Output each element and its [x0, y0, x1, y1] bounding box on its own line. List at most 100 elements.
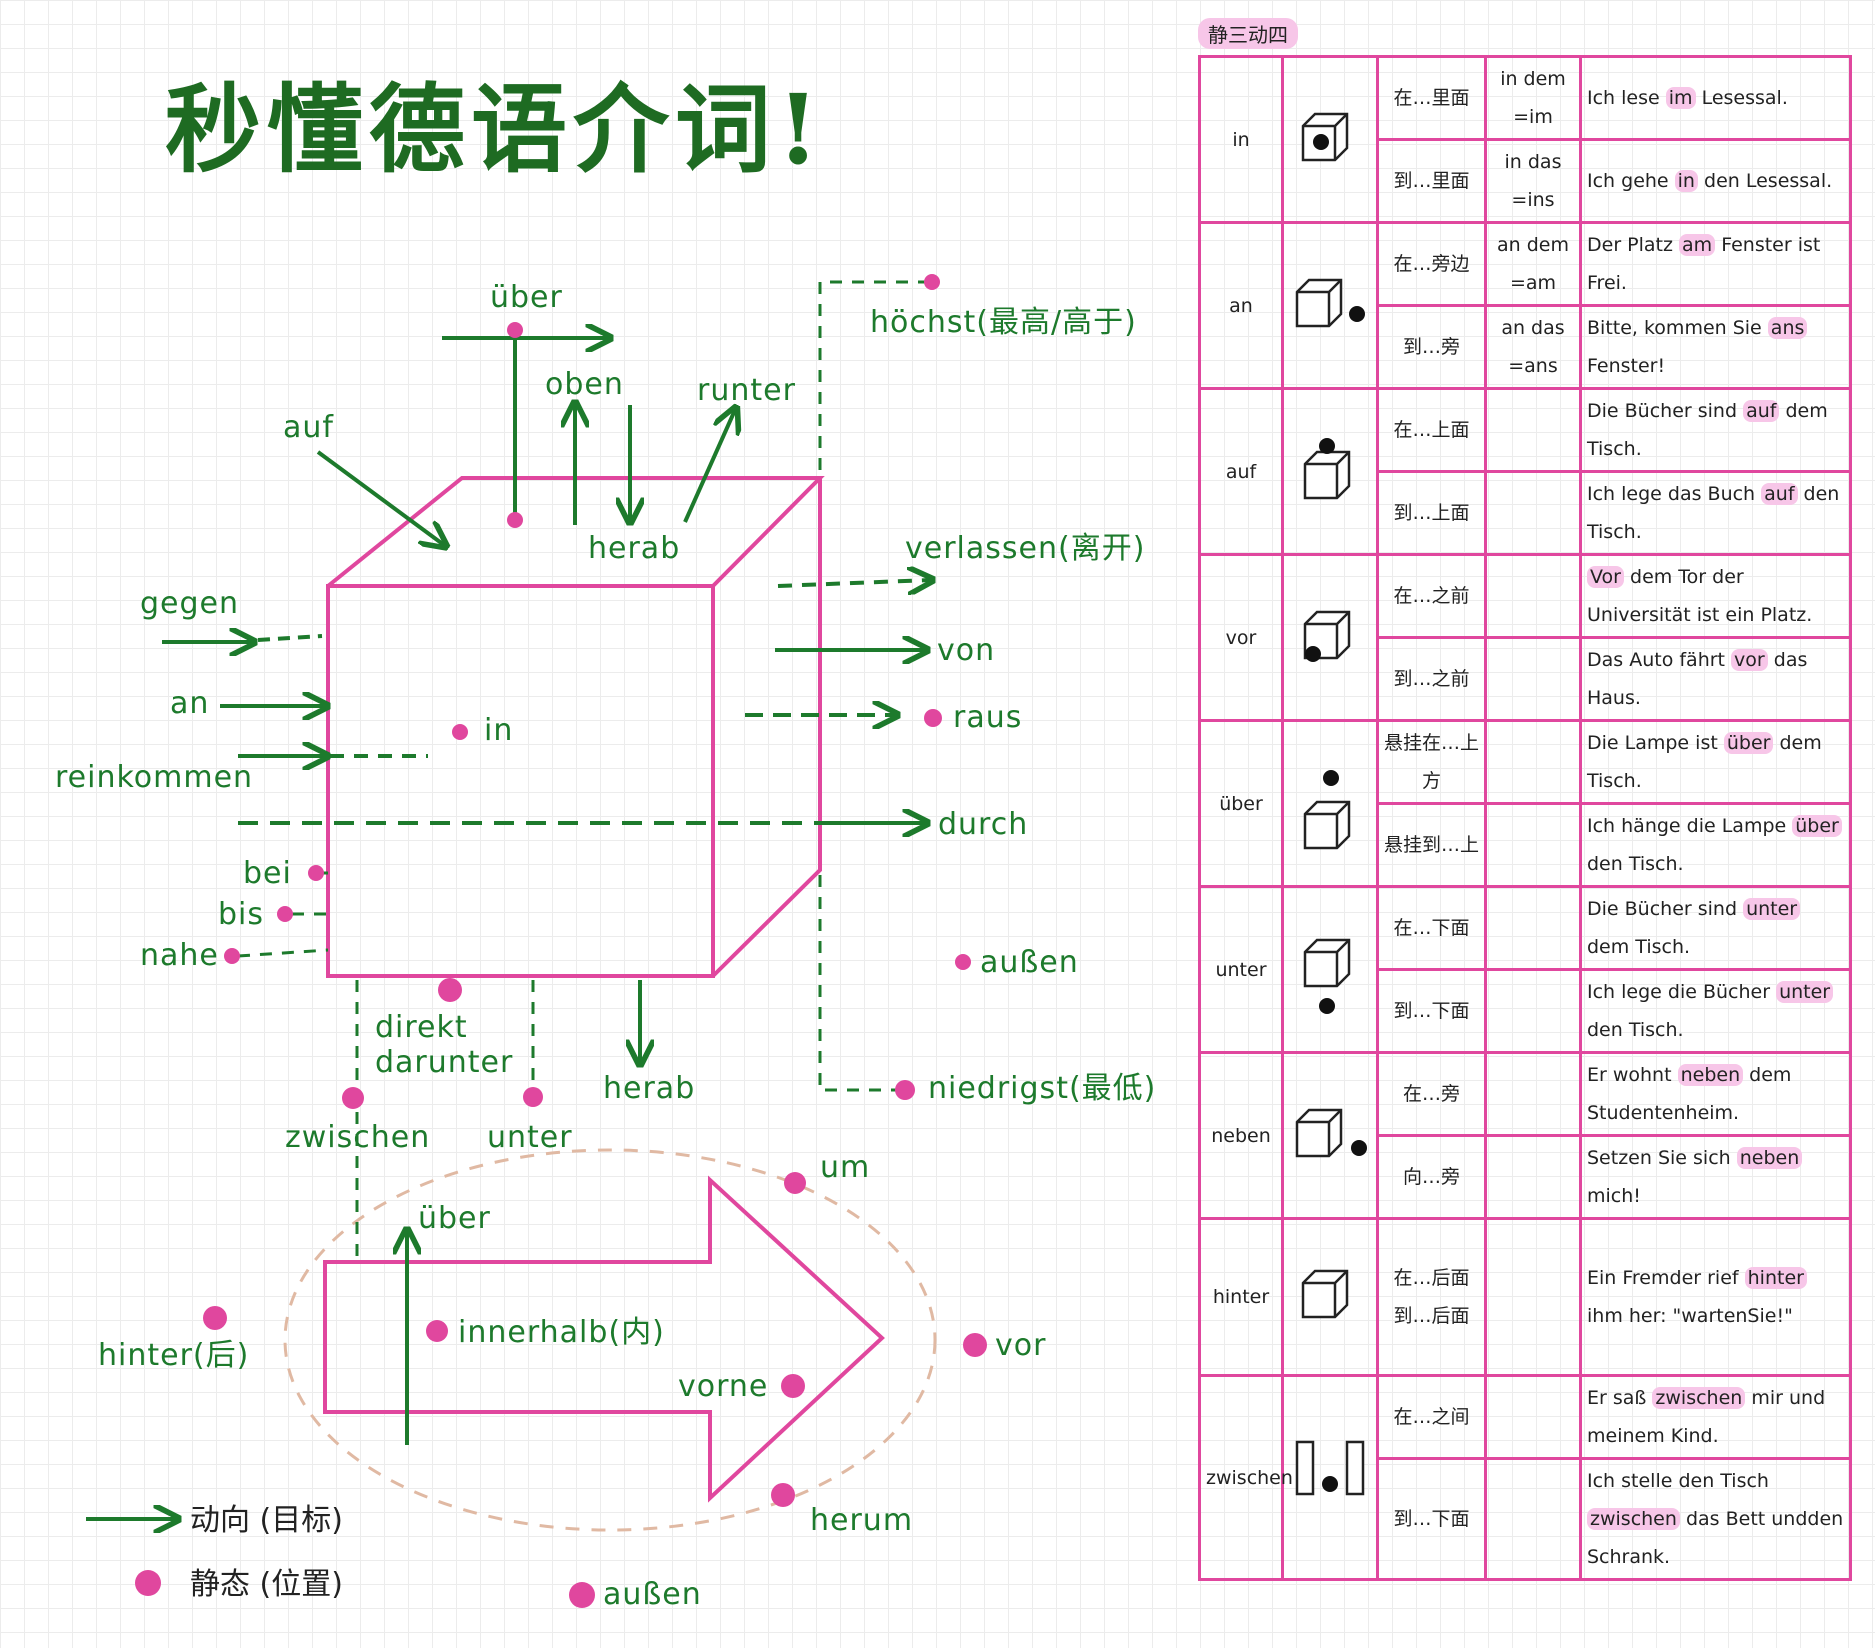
example-sentence-cell: Ich lese im Lesessal. [1579, 55, 1852, 141]
example-text: Ich hänge die Lampe [1587, 815, 1793, 837]
label-zwischen: zwischen [285, 1120, 430, 1155]
example-sentence-cell: Bitte, kommen Sie ans Fenster! [1579, 304, 1852, 390]
label-durch: durch [938, 807, 1028, 842]
example-text: Fenster! [1587, 355, 1666, 377]
example-text: Lesessal. [1695, 87, 1788, 109]
highlighted-preposition: Vor [1587, 566, 1624, 588]
dot-um [784, 1172, 806, 1194]
example-sentence-cell: Die Bücher sind auf dem Tisch. [1579, 387, 1852, 473]
label-runter: runter [697, 373, 796, 408]
example-text: mir und meinem Kind. [1587, 1387, 1826, 1447]
label-bis: bis [218, 897, 264, 932]
ueber-position-icon [1281, 719, 1379, 888]
example-sentence-cell: Er saß zwischen mir und meinem Kind. [1579, 1374, 1852, 1460]
preposition-cell: in [1198, 55, 1284, 224]
example-text: den Lesessal. [1697, 170, 1833, 192]
contraction-cell [1484, 1217, 1582, 1377]
preposition-cell: hinter [1198, 1217, 1284, 1377]
example-text: Setzen Sie sich [1587, 1147, 1737, 1169]
highlighted-preposition: unter [1743, 898, 1801, 920]
preposition-cell: neben [1198, 1051, 1284, 1220]
example-sentence-cell: Ich gehe in den Lesessal. [1579, 138, 1852, 224]
chinese-meaning-cell: 在…旁边 [1376, 221, 1487, 307]
hoechst-guide [818, 280, 930, 470]
example-text: Er saß [1587, 1387, 1653, 1409]
example-sentence-cell: Das Auto fährt vor das Haus. [1579, 636, 1852, 722]
big-arrow-shape [323, 1175, 885, 1503]
verlassen-arrow [777, 580, 930, 586]
neben-position-icon [1281, 1051, 1379, 1220]
highlighted-preposition: über [1723, 732, 1774, 754]
example-text: ihm her: "wartenSie!" [1587, 1305, 1793, 1327]
label-hoechst: höchst(最高/高于) [870, 305, 1137, 340]
example-sentence-cell: Die Lampe ist über dem Tisch. [1579, 719, 1852, 805]
zwischen-position-icon [1281, 1374, 1379, 1581]
example-sentence-cell: Er wohnt neben dem Studentenheim. [1579, 1051, 1852, 1137]
highlighted-preposition: im [1665, 87, 1696, 109]
example-text: Ich lege das Buch [1587, 483, 1762, 505]
runter-arrow [683, 410, 735, 523]
label-hinter: hinter(后) [98, 1338, 249, 1373]
label-raus: raus [953, 700, 1022, 735]
example-text: dem Tor der Universität ist ein Platz. [1587, 566, 1813, 626]
dot-bis [277, 906, 293, 922]
hinter-position-icon [1281, 1217, 1379, 1377]
label-um: um [820, 1150, 870, 1185]
contraction-cell [1484, 802, 1582, 888]
preposition-cell: auf [1198, 387, 1284, 556]
dot-unter [523, 1087, 543, 1107]
contraction-cell [1484, 636, 1582, 722]
label-reinkommen: reinkommen [55, 760, 253, 795]
label-oben: oben [545, 367, 624, 402]
example-sentence-cell: Ich lege die Bücher unter den Tisch. [1579, 968, 1852, 1054]
example-sentence-cell: Ich stelle den Tisch zwischen das Bett u… [1579, 1457, 1852, 1581]
example-text: Fenster ist Frei. [1587, 234, 1821, 294]
label-bei: bei [243, 856, 292, 891]
example-text: dem Tisch. [1587, 936, 1691, 958]
dot-niedrigst [895, 1080, 915, 1100]
page-title: 秒懂德语介词! [165, 73, 826, 186]
dot-vor [963, 1333, 987, 1357]
example-sentence-cell: Ich lege das Buch auf den Tisch. [1579, 470, 1852, 556]
auf-position-icon [1281, 387, 1379, 556]
example-text: Ich stelle den Tisch [1587, 1470, 1769, 1492]
preposition-cell: vor [1198, 553, 1284, 722]
dot-aussen-right [955, 954, 971, 970]
example-text: dem Tisch. [1587, 400, 1828, 460]
highlighted-preposition: in [1674, 170, 1698, 192]
contraction-cell: in das =ins [1484, 138, 1582, 224]
example-text: Ich gehe [1587, 170, 1675, 192]
contraction-cell [1484, 1457, 1582, 1581]
label-ueber-arrow: über [418, 1201, 491, 1236]
dot-raus [924, 709, 942, 727]
auf-arrow [316, 450, 444, 545]
contraction-cell [1484, 470, 1582, 556]
legend-arrow-text: 动向 (目标) [190, 1503, 343, 1538]
chinese-meaning-cell: 在…下面 [1376, 885, 1487, 971]
dot-direkt-darunter [438, 978, 462, 1002]
contraction-cell: in dem =im [1484, 55, 1582, 141]
highlighted-preposition: zwischen [1587, 1508, 1680, 1530]
contraction-cell: an das =ans [1484, 304, 1582, 390]
legend-dot [135, 1570, 161, 1596]
contraction-cell [1484, 1051, 1582, 1137]
highlighted-preposition: auf [1761, 483, 1798, 505]
label-innerhalb: innerhalb(内) [458, 1315, 665, 1350]
unter-position-icon [1281, 885, 1379, 1054]
example-text: Die Bücher sind [1587, 400, 1744, 422]
label-unter: unter [487, 1120, 573, 1155]
dot-hoechst [924, 274, 940, 290]
label-gegen: gegen [140, 586, 239, 621]
cube [326, 476, 825, 978]
label-verlassen: verlassen(离开) [905, 531, 1145, 566]
label-herab-top: herab [588, 531, 680, 566]
